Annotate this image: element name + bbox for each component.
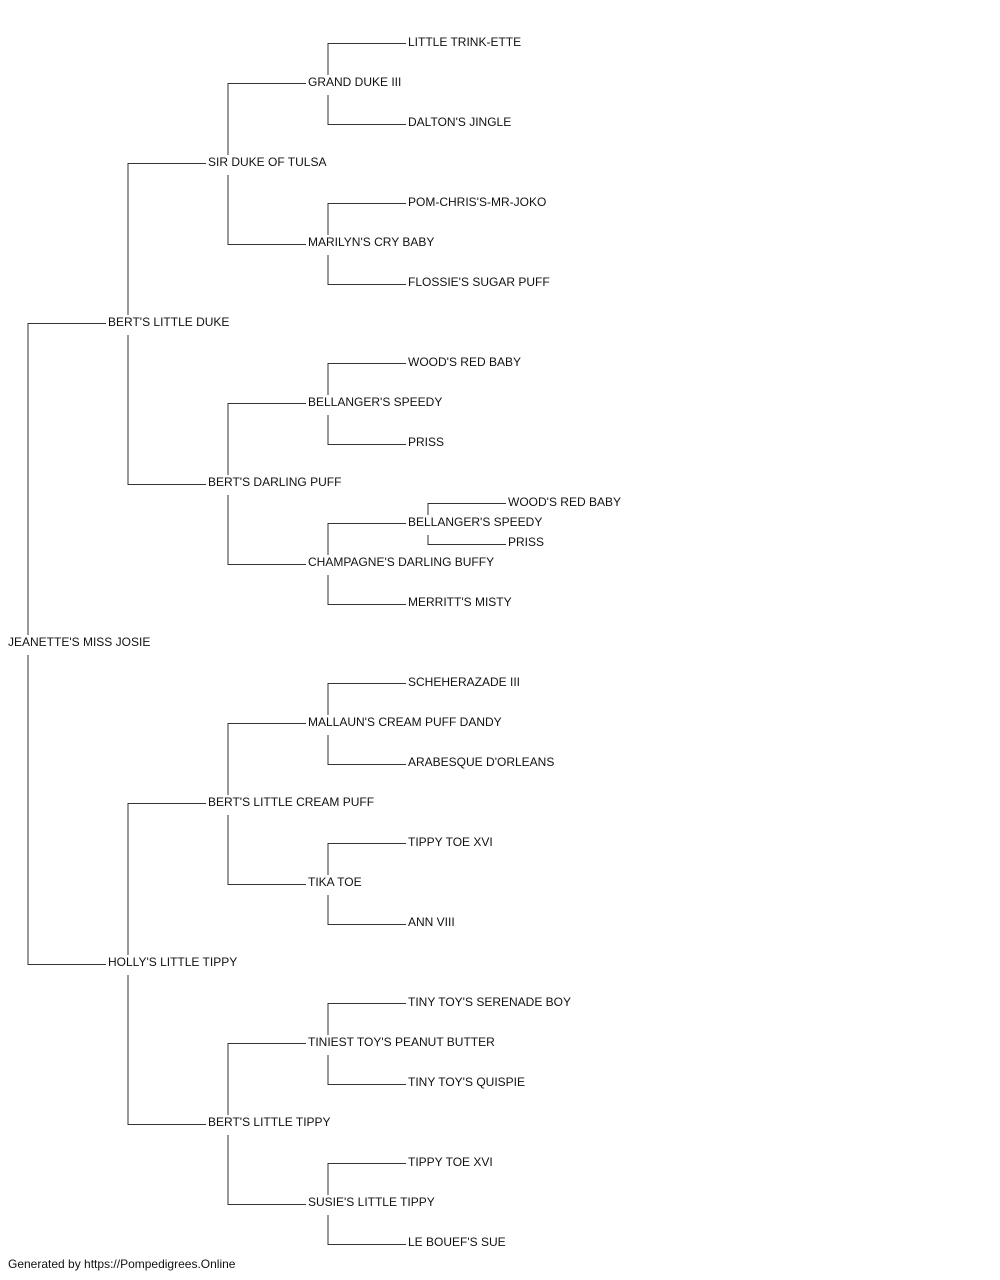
pedigree-node-gen3: BELLANGER'S SPEEDY — [308, 395, 445, 409]
pedigree-node-gen3: SUSIE'S LITTLE TIPPY — [308, 1195, 437, 1209]
pedigree-node-gen4: LE BOUEF'S SUE — [408, 1235, 508, 1249]
pedigree-node-gen4: MERRITT'S MISTY — [408, 595, 514, 609]
connector-dam-gen4 — [327, 255, 406, 285]
connector-dam-gen3 — [227, 495, 306, 565]
pedigree-node-gen4: LITTLE TRINK-ETTE — [408, 35, 524, 49]
pedigree-node-gen2: BERT'S DARLING PUFF — [208, 475, 344, 489]
connector-dam-gen2 — [127, 335, 206, 485]
connector-dam-gen4 — [327, 735, 406, 765]
pedigree-node-gen4: TINY TOY'S QUISPIE — [408, 1075, 527, 1089]
connector-dam-gen4 — [327, 415, 406, 445]
connector-dam-gen3 — [227, 1135, 306, 1205]
connector-sire-gen4 — [327, 683, 406, 715]
connector-sire-gen4 — [327, 1163, 406, 1195]
pedigree-node-gen0: JEANETTE'S MISS JOSIE — [8, 635, 153, 649]
pedigree-node-gen3: CHAMPAGNE'S DARLING BUFFY — [308, 555, 497, 569]
pedigree-node-gen4: FLOSSIE'S SUGAR PUFF — [408, 275, 552, 289]
pedigree-node-gen4: TIPPY TOE XVI — [408, 1155, 495, 1169]
connector-dam-gen4 — [327, 1055, 406, 1085]
pedigree-node-gen4: PRISS — [408, 435, 447, 449]
pedigree-node-gen3: MARILYN'S CRY BABY — [308, 235, 437, 249]
pedigree-node-gen4: SCHEHERAZADE III — [408, 675, 523, 689]
pedigree-node-gen2: BERT'S LITTLE CREAM PUFF — [208, 795, 377, 809]
pedigree-node-gen3: GRAND DUKE III — [308, 75, 404, 89]
connector-dam-gen2 — [127, 975, 206, 1125]
connector-sire-gen5 — [427, 503, 506, 515]
connector-sire-gen4 — [327, 43, 406, 75]
pedigree-node-gen1: BERT'S LITTLE DUKE — [108, 315, 232, 329]
connector-sire-gen1 — [27, 323, 106, 635]
pedigree-node-gen3: TINIEST TOY'S PEANUT BUTTER — [308, 1035, 497, 1049]
connector-dam-gen3 — [227, 815, 306, 885]
connector-sire-gen4 — [327, 843, 406, 875]
connector-sire-gen3 — [227, 1043, 306, 1115]
footer-credit: Generated by https://Pompedigrees.Online — [8, 1257, 236, 1271]
pedigree-node-gen4: TIPPY TOE XVI — [408, 835, 495, 849]
connector-sire-gen3 — [227, 723, 306, 795]
connector-dam-gen4 — [327, 95, 406, 125]
connector-dam-gen4 — [327, 575, 406, 605]
connector-sire-gen4 — [327, 203, 406, 235]
pedigree-node-gen4: WOOD'S RED BABY — [408, 355, 523, 369]
pedigree-node-gen1: HOLLY'S LITTLE TIPPY — [108, 955, 240, 969]
connector-sire-gen4 — [327, 523, 406, 555]
pedigree-node-gen5: WOOD'S RED BABY — [508, 495, 623, 509]
pedigree-node-gen3: MALLAUN'S CREAM PUFF DANDY — [308, 715, 504, 729]
pedigree-node-gen4: BELLANGER'S SPEEDY — [408, 515, 545, 529]
pedigree-node-gen4: DALTON'S JINGLE — [408, 115, 514, 129]
pedigree-node-gen4: ANN VIII — [408, 915, 457, 929]
connector-sire-gen3 — [227, 83, 306, 155]
connector-sire-gen4 — [327, 1003, 406, 1035]
connector-sire-gen2 — [127, 803, 206, 955]
connector-dam-gen1 — [27, 655, 106, 965]
connector-sire-gen2 — [127, 163, 206, 315]
connector-dam-gen4 — [327, 895, 406, 925]
connector-dam-gen4 — [327, 1215, 406, 1245]
connector-dam-gen5 — [427, 535, 506, 545]
pedigree-node-gen4: POM-CHRIS'S-MR-JOKO — [408, 195, 549, 209]
pedigree-node-gen4: ARABESQUE D'ORLEANS — [408, 755, 557, 769]
pedigree-node-gen2: SIR DUKE OF TULSA — [208, 155, 329, 169]
connector-sire-gen4 — [327, 363, 406, 395]
pedigree-node-gen5: PRISS — [508, 535, 547, 549]
connector-sire-gen3 — [227, 403, 306, 475]
connector-dam-gen3 — [227, 175, 306, 245]
pedigree-node-gen3: TIKA TOE — [308, 875, 364, 889]
pedigree-node-gen4: TINY TOY'S SERENADE BOY — [408, 995, 574, 1009]
pedigree-node-gen2: BERT'S LITTLE TIPPY — [208, 1115, 333, 1129]
